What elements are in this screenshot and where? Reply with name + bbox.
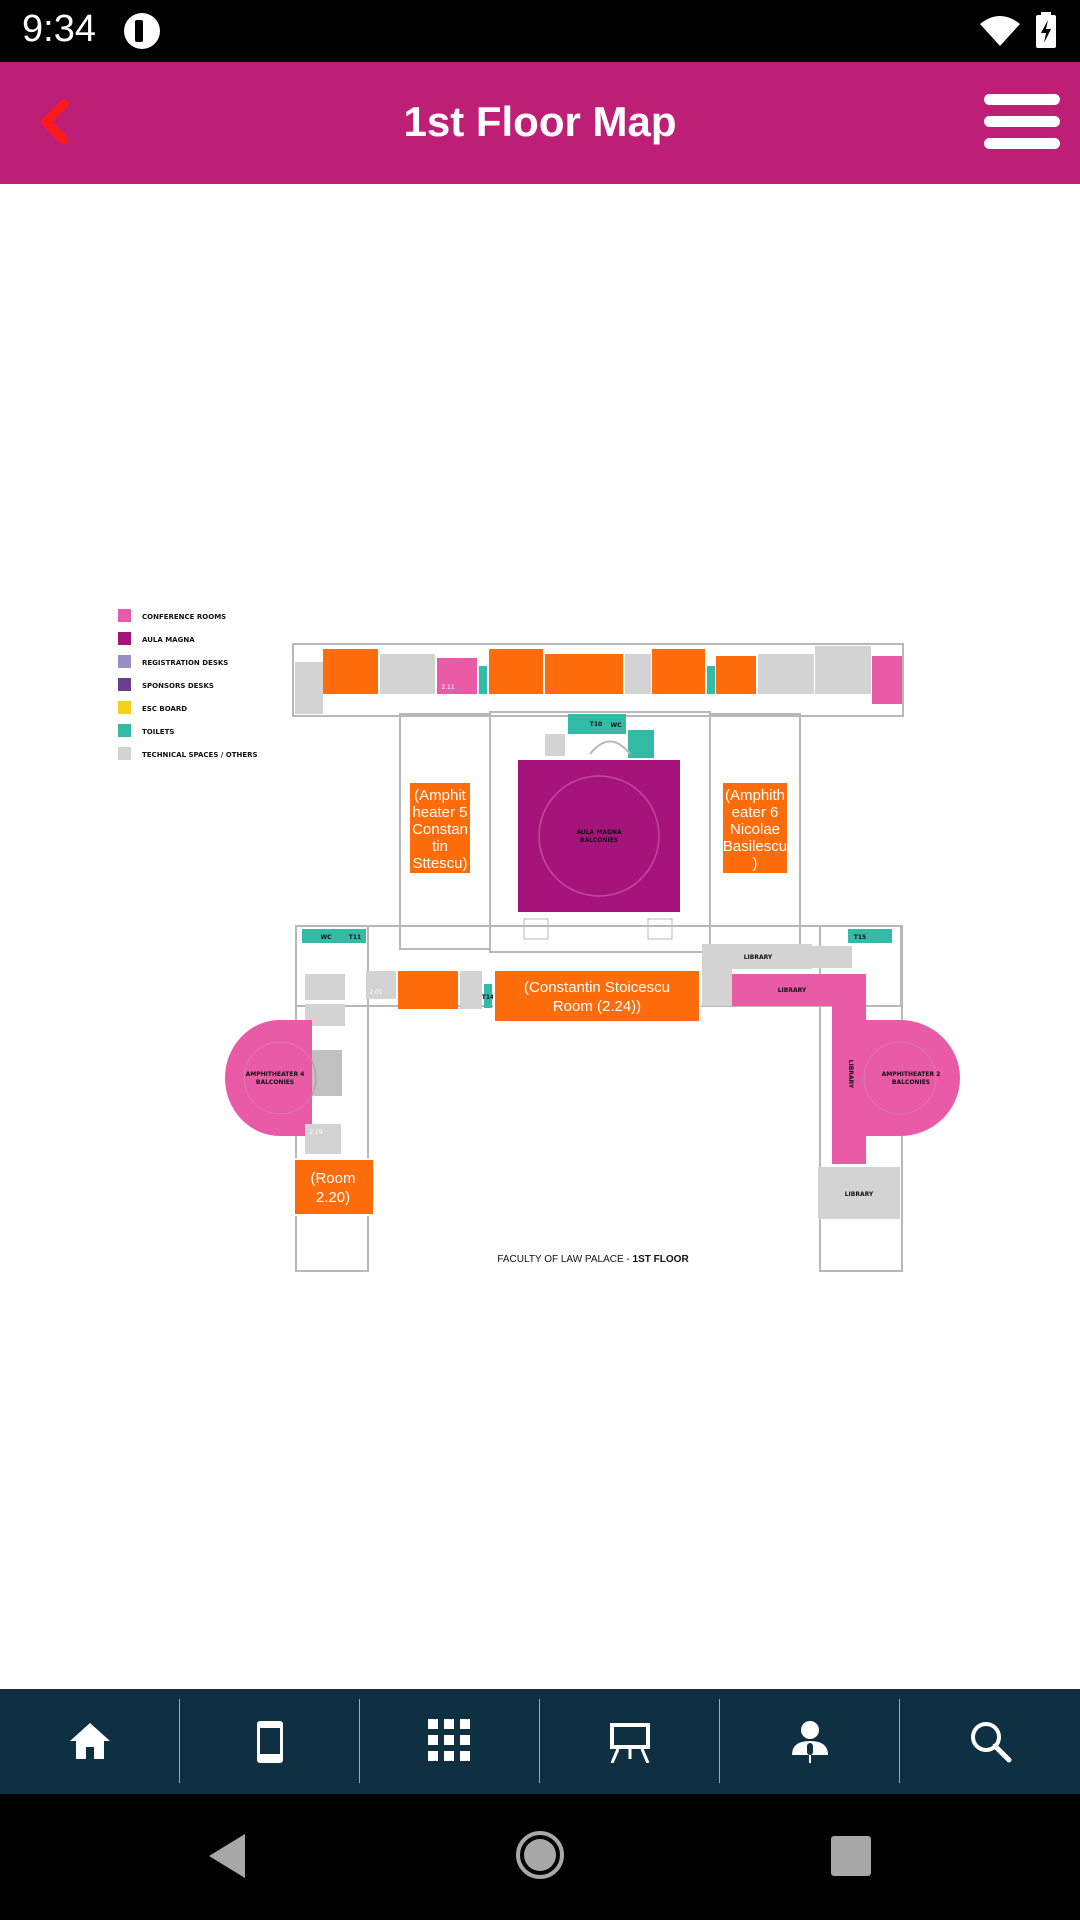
menu-button[interactable] bbox=[984, 94, 1060, 150]
status-time: 9:34 bbox=[22, 8, 96, 50]
system-recents-button[interactable] bbox=[831, 1836, 871, 1876]
amphitheater-2-label: AMPHITHEATER 2 bbox=[882, 1071, 941, 1078]
wifi-icon bbox=[980, 16, 1020, 46]
room-label: Basilescu bbox=[723, 838, 787, 855]
legend-swatch-toilets bbox=[118, 724, 131, 737]
room-label: heater 5 bbox=[412, 804, 467, 821]
amphitheater-4-sub-label: BALCONIES bbox=[256, 1079, 294, 1086]
library-label: LIBRARY bbox=[845, 1191, 874, 1198]
toilet-label: T11 bbox=[349, 934, 361, 941]
nav-home-button[interactable] bbox=[0, 1689, 180, 1794]
floor-map-view[interactable]: CONFERENCE ROOMS AULA MAGNA REGISTRATION… bbox=[0, 184, 1080, 1689]
legend-swatch-esc bbox=[118, 701, 131, 714]
mobile-device-icon bbox=[257, 1721, 283, 1763]
hamburger-menu-icon bbox=[984, 94, 1060, 105]
right-wing: T15 LIBRARY AMPHITHEATER 2 BALCONIES LIB… bbox=[818, 929, 960, 1219]
nav-speaker-button[interactable] bbox=[720, 1689, 900, 1794]
search-icon bbox=[971, 1722, 1012, 1763]
legend-swatch-conference bbox=[118, 609, 131, 622]
aula-magna-sub-label: BALCONIES bbox=[580, 837, 618, 844]
map-caption: FACULTY OF LAW PALACE - 1ST FLOOR bbox=[497, 1254, 689, 1265]
room-label: eater 6 bbox=[732, 804, 779, 821]
room-number-label: 2.01 bbox=[369, 989, 383, 996]
battery-icon bbox=[1036, 12, 1056, 48]
aula-magna: AULA MAGNA BALCONIES bbox=[518, 760, 680, 940]
room-number-label: 2.02 bbox=[877, 704, 891, 711]
legend-swatch-technical bbox=[118, 747, 131, 760]
amphitheater-6: (Amphith eater 6 Nicolae Basilescu ) bbox=[721, 781, 789, 875]
left-toilets: WC T11 bbox=[302, 929, 366, 943]
nav-divider bbox=[539, 1699, 540, 1783]
nav-qr-code-button[interactable] bbox=[360, 1689, 540, 1794]
legend-label: SPONSORS DESKS bbox=[142, 682, 214, 690]
room-label: 2.20) bbox=[316, 1189, 350, 1206]
legend-label: REGISTRATION DESKS bbox=[142, 659, 228, 667]
room-label: (Amphith bbox=[725, 787, 785, 804]
floor-plan: CONFERENCE ROOMS AULA MAGNA REGISTRATION… bbox=[118, 609, 960, 1272]
toilet-label: T14 bbox=[482, 994, 494, 1001]
legend-label: TECHNICAL SPACES / OTHERS bbox=[142, 751, 258, 759]
page-title: 1st Floor Map bbox=[403, 98, 677, 145]
legend-label: ESC BOARD bbox=[142, 705, 187, 713]
wc-label: WC bbox=[320, 934, 332, 941]
amphitheater-4-label: AMPHITHEATER 4 bbox=[246, 1071, 305, 1078]
room-number-label: 2.19 bbox=[309, 1129, 323, 1136]
toilet-label: T15 bbox=[854, 934, 866, 941]
amphitheater-5: (Amphit heater 5 Constan tin Sttescu) bbox=[408, 781, 472, 875]
library-label: LIBRARY bbox=[744, 954, 773, 961]
map-caption-prefix: FACULTY OF LAW PALACE - bbox=[497, 1254, 632, 1265]
bottom-navigation bbox=[0, 1689, 1080, 1794]
nav-divider bbox=[179, 1699, 180, 1783]
room-label: Constan bbox=[412, 821, 468, 838]
room-label: ) bbox=[753, 855, 758, 872]
map-legend: CONFERENCE ROOMS AULA MAGNA REGISTRATION… bbox=[118, 609, 258, 760]
room-number-label: 2.11 bbox=[441, 684, 455, 691]
wc-label: WC bbox=[610, 722, 622, 729]
system-home-button[interactable] bbox=[515, 1830, 565, 1880]
lower-band-rooms: 2.01 T14 (Constantin Stoicescu Room (2.2… bbox=[366, 944, 852, 1023]
room-label: (Constantin Stoicescu bbox=[524, 979, 670, 996]
aula-magna-label: AULA MAGNA bbox=[576, 829, 621, 836]
room-label: Nicolae bbox=[730, 821, 780, 838]
legend-swatch-aula bbox=[118, 632, 131, 645]
room-label: tin bbox=[432, 838, 448, 855]
nav-presentation-button[interactable] bbox=[540, 1689, 720, 1794]
top-toilets: T10 WC bbox=[545, 714, 654, 758]
presentation-board-icon bbox=[610, 1723, 650, 1763]
nav-search-button[interactable] bbox=[900, 1689, 1080, 1794]
status-bar: 9:34 bbox=[0, 0, 1080, 62]
nav-divider bbox=[899, 1699, 900, 1783]
legend-label: AULA MAGNA bbox=[142, 636, 195, 644]
system-back-button[interactable] bbox=[205, 1832, 249, 1880]
library-label: LIBRARY bbox=[847, 1060, 854, 1089]
map-caption-floor: 1ST FLOOR bbox=[633, 1254, 690, 1265]
top-wing-rooms: 2.11 2.02 bbox=[295, 646, 902, 714]
room-label: (Amphit bbox=[414, 787, 467, 804]
home-icon bbox=[70, 1723, 110, 1759]
notification-app-icon bbox=[124, 13, 160, 49]
legend-swatch-sponsors bbox=[118, 678, 131, 691]
room-label: (Room bbox=[310, 1170, 355, 1187]
amphitheater-2-sub-label: BALCONIES bbox=[892, 1079, 930, 1086]
nav-mobile-button[interactable] bbox=[180, 1689, 360, 1794]
chevron-left-icon bbox=[41, 99, 69, 145]
qr-code-icon bbox=[428, 1719, 470, 1761]
speaker-icon bbox=[792, 1721, 828, 1763]
room-label: Sttescu) bbox=[412, 855, 467, 872]
legend-label: CONFERENCE ROOMS bbox=[142, 613, 226, 621]
library-label: LIBRARY bbox=[778, 987, 807, 994]
nav-divider bbox=[719, 1699, 720, 1783]
app-header: 1st Floor Map bbox=[0, 62, 1080, 184]
legend-label: TOILETS bbox=[142, 728, 174, 736]
back-button[interactable] bbox=[30, 92, 90, 152]
nav-divider bbox=[359, 1699, 360, 1783]
toilet-label: T10 bbox=[590, 721, 602, 728]
legend-swatch-registration bbox=[118, 655, 131, 668]
room-label: Room (2.24)) bbox=[553, 998, 641, 1015]
left-wing: AMPHITHEATER 4 BALCONIES 2.19 (Room 2.20… bbox=[225, 974, 375, 1216]
system-navigation-bar bbox=[0, 1794, 1080, 1920]
